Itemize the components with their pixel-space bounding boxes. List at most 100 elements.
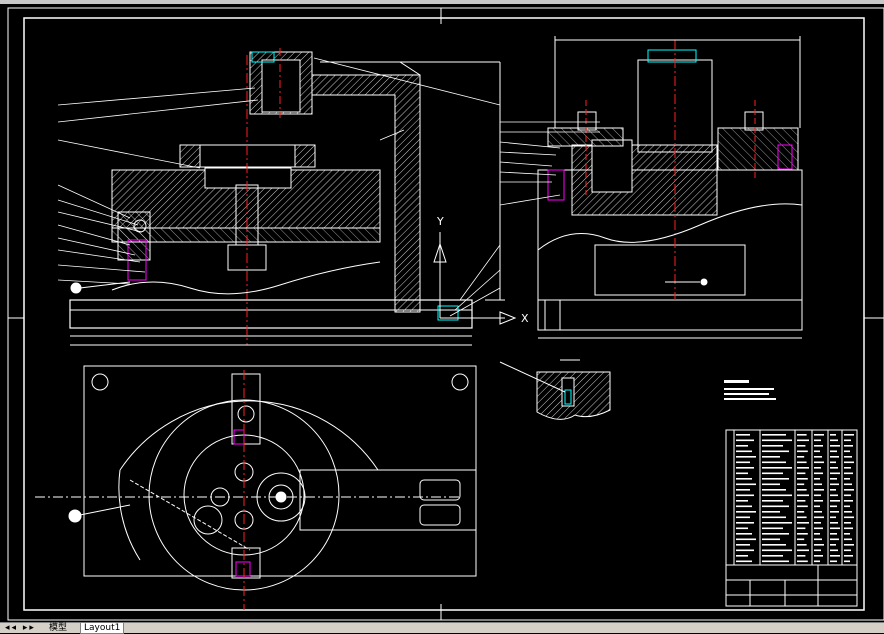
parts-list-row-mark	[814, 472, 823, 475]
parts-list-row-mark	[844, 555, 853, 557]
parts-list-row-mark	[814, 478, 820, 480]
parts-list-row-mark	[736, 434, 750, 436]
parts-list-row-mark	[797, 544, 807, 546]
parts-list-row-mark	[762, 511, 780, 513]
parts-list-row-mark	[797, 467, 809, 469]
parts-list-row-mark	[844, 456, 852, 458]
parts-list-row-mark	[736, 450, 752, 453]
parts-list-row-mark	[844, 467, 851, 469]
parts-list-row-mark	[736, 538, 756, 541]
parts-list-row-mark	[830, 549, 838, 552]
parts-list-row-mark	[830, 434, 836, 436]
detail-view	[499, 359, 611, 420]
parts-list-row-mark	[814, 489, 824, 491]
parts-list-row-mark	[762, 434, 786, 436]
parts-list-row-mark	[814, 500, 823, 502]
parts-list-row-mark	[762, 555, 783, 557]
parts-list-row-mark	[844, 505, 850, 508]
parts-list-row-mark	[830, 478, 837, 480]
parts-list-row-mark	[797, 522, 809, 524]
parts-list-row-mark	[830, 450, 837, 453]
parts-list-row-mark	[736, 533, 752, 535]
parts-list-row-mark	[844, 560, 850, 563]
parts-list-row-mark	[830, 544, 836, 546]
parts-list-row-mark	[797, 538, 805, 541]
parts-list-row-mark	[736, 516, 750, 519]
parts-list-row-mark	[762, 489, 786, 491]
parts-list-row-mark	[844, 549, 851, 552]
parts-list-row-mark	[814, 555, 823, 557]
parts-list-row-mark	[814, 511, 822, 513]
parts-list-row-mark	[797, 500, 806, 502]
parts-list-row-mark	[797, 533, 808, 535]
parts-list-row-mark	[830, 445, 840, 447]
parts-list-row-mark	[736, 560, 752, 563]
axis-x-label: X	[521, 312, 529, 325]
parts-list-row-mark	[814, 450, 820, 453]
parts-list-row-mark	[814, 538, 822, 541]
parts-list-row-mark	[814, 544, 824, 546]
parts-list-row-mark	[797, 505, 808, 508]
parts-list-row-mark	[762, 527, 783, 530]
parts-list-row-mark	[797, 456, 805, 458]
parts-list-row-mark	[797, 445, 806, 447]
parts-list-row-mark	[762, 494, 792, 497]
parts-list-row-mark	[814, 483, 822, 486]
parts-list-row-mark	[797, 483, 805, 486]
parts-list-row-mark	[814, 527, 823, 530]
parts-list-row-mark	[762, 483, 780, 486]
parts-list-row-mark	[797, 527, 806, 530]
ucs-axis-icon: Y X	[433, 215, 529, 325]
parts-list-row-mark	[814, 467, 821, 469]
parts-list-row-mark	[814, 439, 821, 442]
side-view-leaders	[499, 121, 600, 206]
technical-notes	[724, 380, 776, 400]
title-block	[725, 429, 858, 607]
parts-list-row-mark	[844, 544, 854, 546]
parts-list-row-mark	[797, 511, 805, 513]
parts-list-row-mark	[830, 555, 840, 557]
tab-navigation-arrows[interactable]: ◂◂ ▸▸	[5, 623, 36, 633]
parts-list-row-mark	[844, 533, 850, 535]
parts-list-row-mark	[830, 467, 838, 469]
parts-list-row-mark	[844, 445, 853, 447]
parts-list-row-mark	[844, 538, 852, 541]
tab-layout1[interactable]: Layout1	[80, 623, 125, 634]
axis-y-label: Y	[436, 215, 444, 228]
parts-list-row-mark	[830, 522, 838, 524]
parts-list-row-mark	[814, 494, 821, 497]
parts-list-row-mark	[736, 489, 750, 491]
parts-list-row-mark	[762, 439, 792, 442]
parts-list-row-mark	[736, 494, 754, 497]
parts-list-row-mark	[736, 478, 752, 480]
parts-list-row-mark	[797, 478, 808, 480]
parts-list-row-mark	[762, 560, 789, 563]
parts-list-row-mark	[797, 516, 807, 519]
parts-list-row-mark	[736, 500, 748, 502]
tab-model[interactable]: 模型	[49, 623, 68, 633]
parts-list-row-mark	[736, 555, 748, 557]
parts-list-row-mark	[844, 500, 853, 502]
parts-list-row-mark	[830, 494, 838, 497]
layout-tab-bar: ◂◂ ▸▸ 模型 Layout1	[0, 622, 884, 634]
parts-list-row-mark	[814, 522, 821, 524]
parts-list-row-mark	[830, 489, 836, 491]
parts-list-row-mark	[797, 489, 807, 491]
front-view-leaders	[57, 57, 501, 317]
parts-list-row-mark	[762, 456, 780, 458]
parts-list-row-mark	[797, 555, 806, 557]
parts-list-row-mark	[844, 489, 854, 491]
parts-list-row-mark	[762, 549, 792, 552]
parts-list-row-mark	[762, 516, 786, 519]
parts-list-row-mark	[830, 500, 840, 502]
parts-list-row-mark	[844, 494, 851, 497]
top-toolbar-strip	[0, 0, 884, 4]
plan-view	[35, 365, 477, 610]
front-view	[69, 48, 505, 346]
parts-list-row-mark	[762, 538, 780, 541]
parts-list-row-mark	[736, 483, 756, 486]
parts-list-row-mark	[736, 456, 756, 458]
parts-list-row-mark	[797, 560, 808, 563]
parts-list-row-mark	[762, 472, 783, 475]
